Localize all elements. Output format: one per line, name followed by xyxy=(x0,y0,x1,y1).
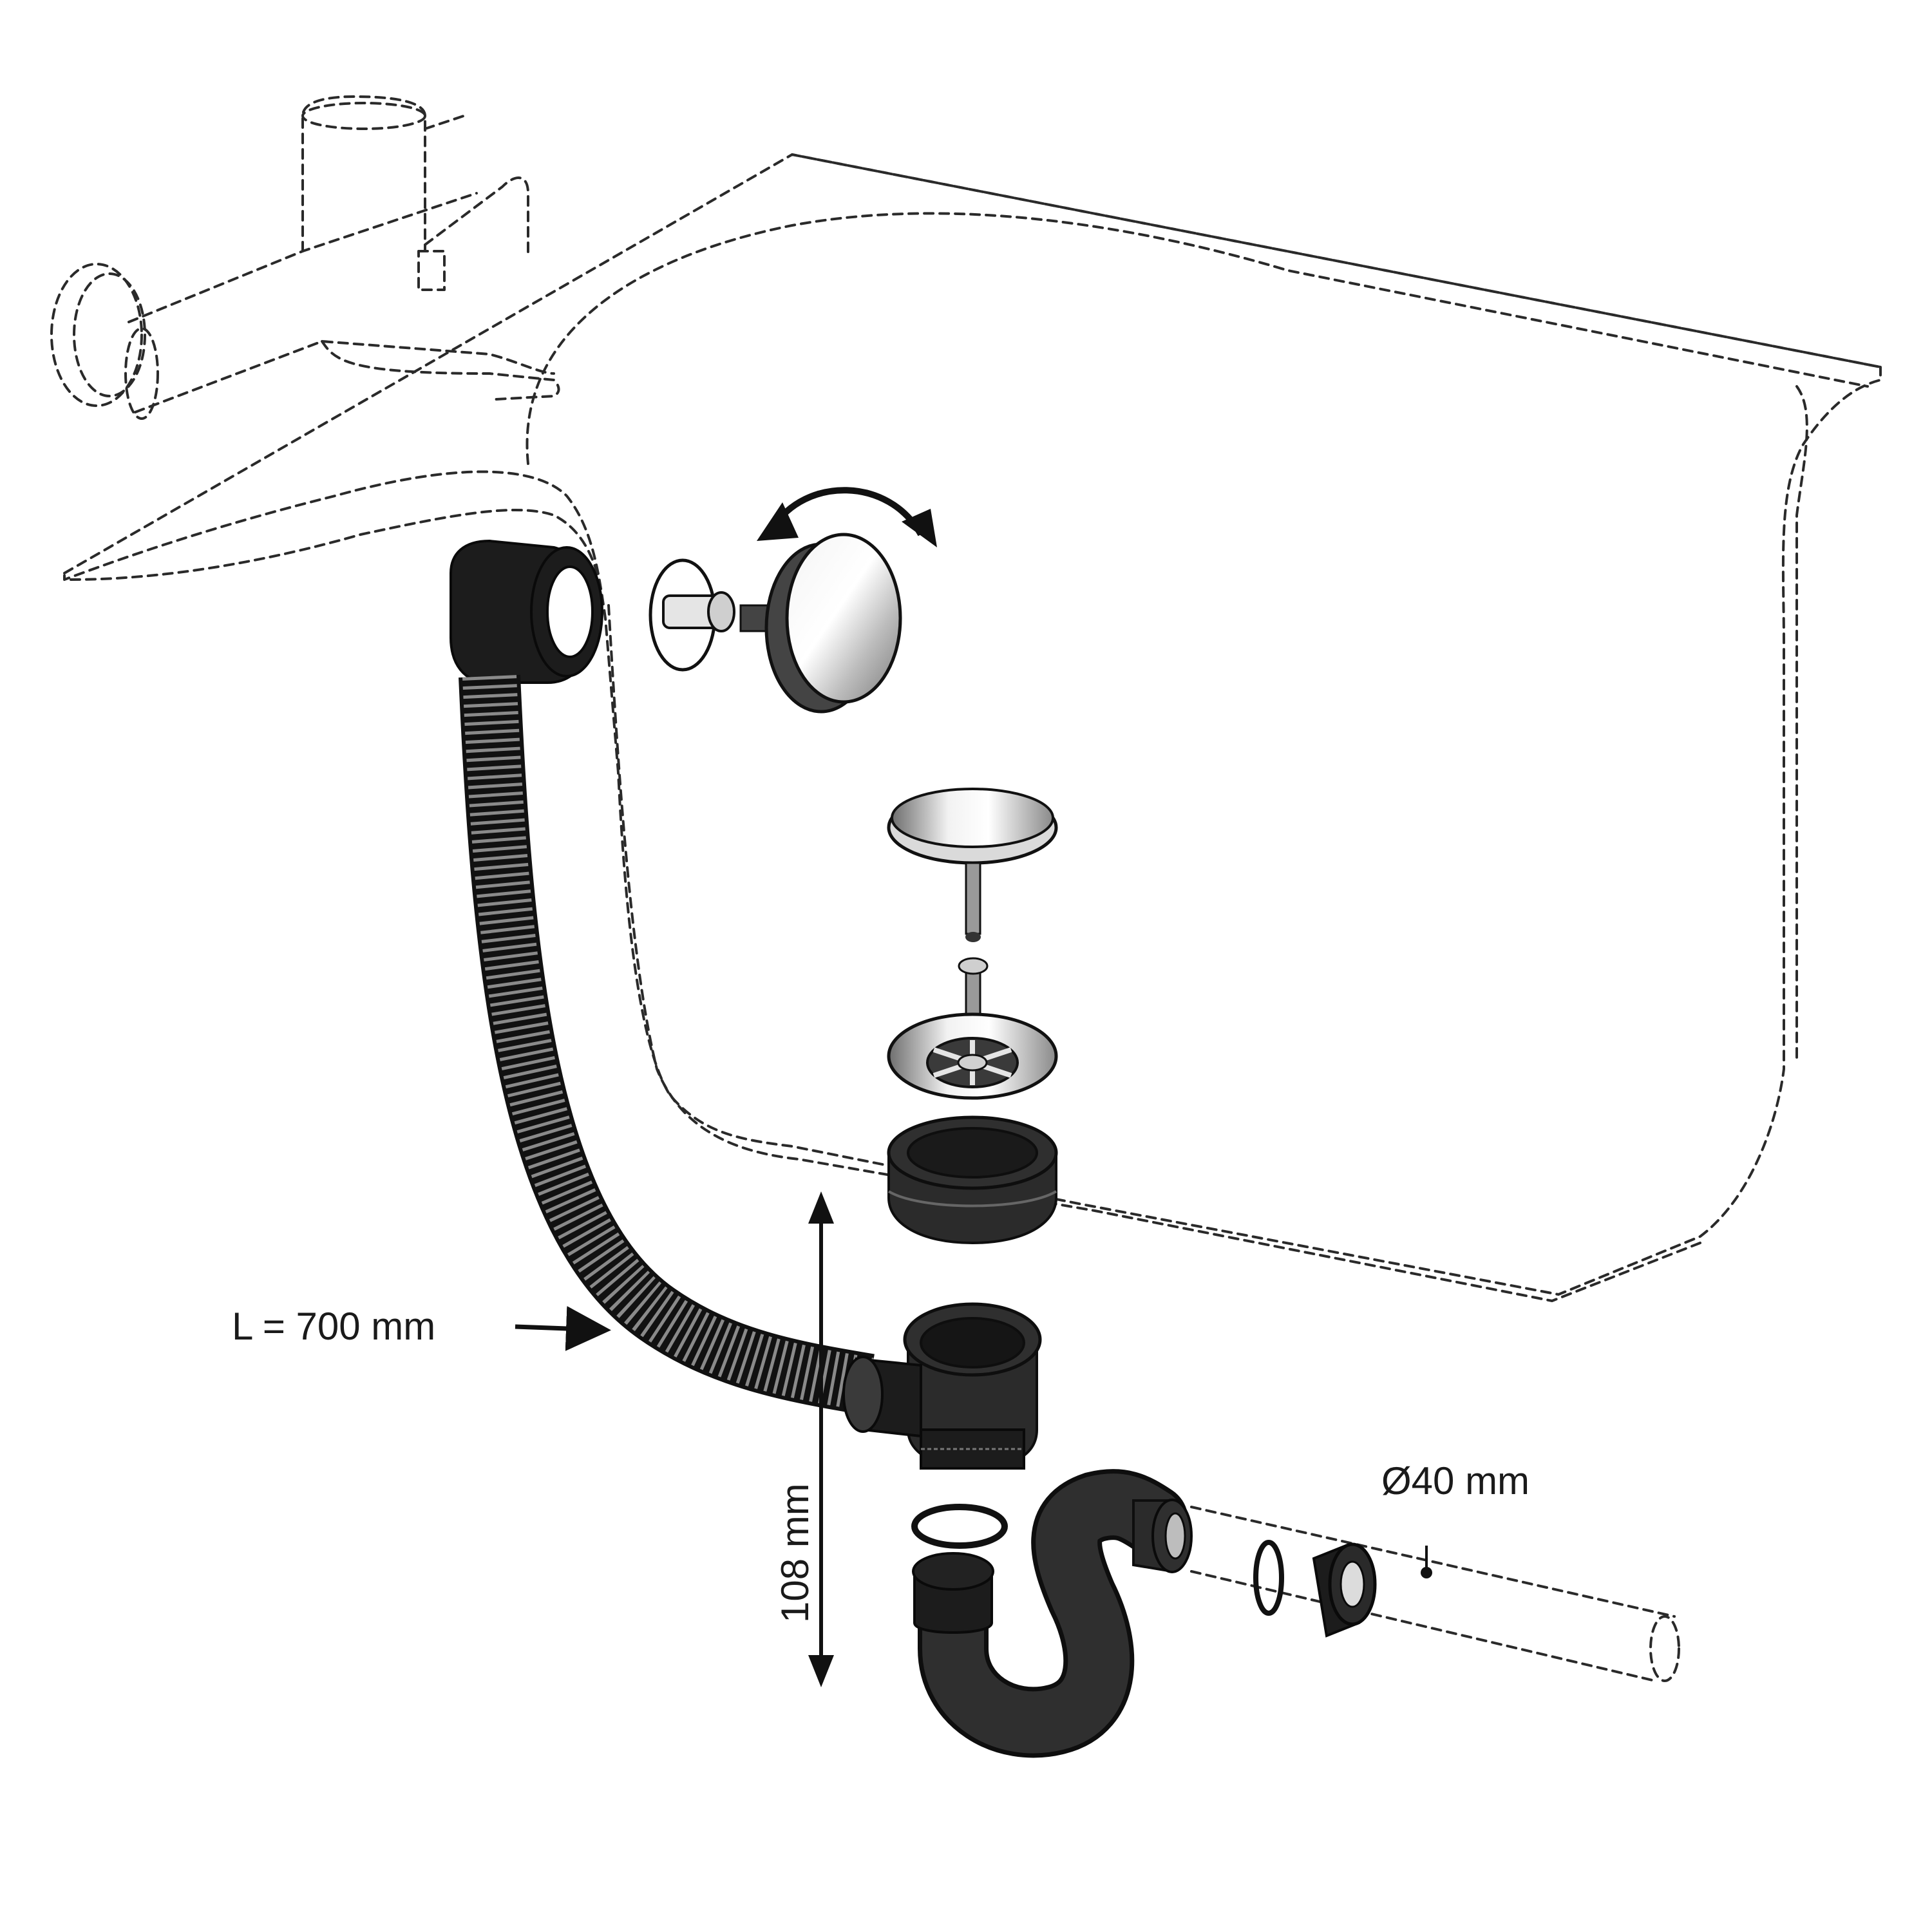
height-label: 108 mm xyxy=(773,1483,817,1623)
diameter-dot xyxy=(1421,1567,1432,1578)
bathtub-outline xyxy=(63,153,1882,1302)
outlet-pipe-outline xyxy=(1190,1506,1680,1682)
compression-nut xyxy=(1312,1542,1377,1638)
rotation-arrow-icon xyxy=(757,487,937,547)
bottle-trap-bend xyxy=(912,1469,1193,1758)
o-ring-seal xyxy=(911,1504,1008,1549)
plug-stopper xyxy=(887,788,1058,942)
waste-flange-seal xyxy=(887,1115,1058,1245)
height-dimension-arrow xyxy=(808,1191,834,1687)
compression-ring xyxy=(1253,1540,1284,1616)
strainer-grid xyxy=(887,957,1058,1100)
overflow-housing xyxy=(450,539,603,684)
hose-length-label: L = 700 mm xyxy=(232,1305,435,1348)
hose-length-arrow xyxy=(515,1305,611,1351)
overflow-cover-disc xyxy=(739,533,902,714)
flexible-overflow-hose xyxy=(459,674,875,1416)
mixer-tap xyxy=(50,95,560,420)
waste-body xyxy=(842,1302,1042,1470)
overflow-spider-fitting xyxy=(649,558,735,672)
diameter-label: Ø40 mm xyxy=(1381,1459,1530,1502)
